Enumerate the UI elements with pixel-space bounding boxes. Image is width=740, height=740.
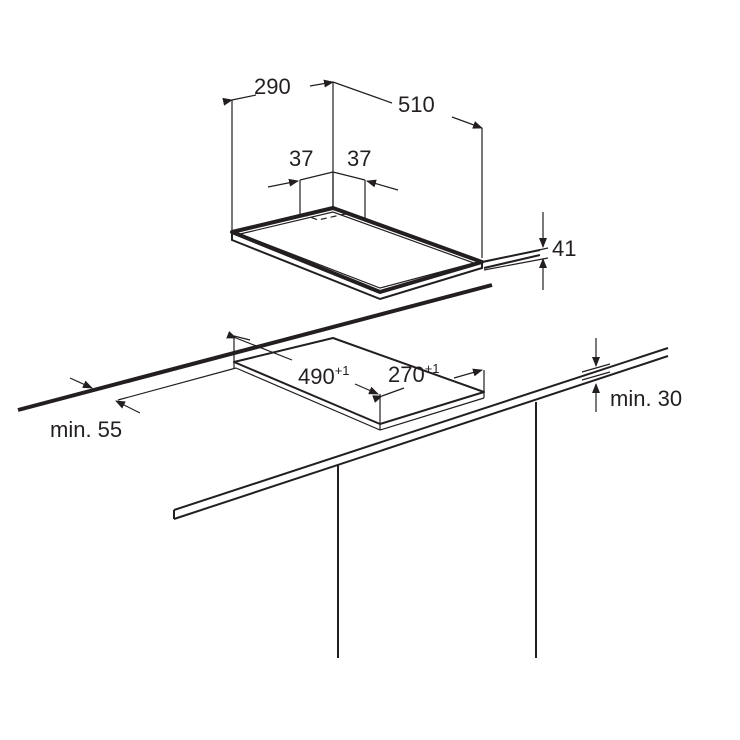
dimension-490: 490+1 [226,330,379,395]
hob-width-label: 510 [398,92,435,117]
hob-height-label: 41 [552,236,576,261]
worktop-underside-edge [173,355,669,520]
worktop-reference-line [117,367,237,401]
worktop [17,283,669,520]
worktop-cutout [233,335,485,431]
hob-unit [230,206,541,301]
burner-offset-right-label: 37 [347,146,371,171]
dimension-510: 510 [332,81,483,129]
cabinet [337,402,537,658]
min-cabinet-clearance-label: min. 30 [610,386,682,411]
cutout-depth-label: 270+1 [388,361,440,387]
dimension-37-37: 37 37 [267,146,399,191]
cutout-width-label: 490+1 [298,363,350,389]
dimension-min-55: min. 55 [50,377,141,442]
worktop-front-edge [17,283,493,412]
worktop-back-edge [173,347,669,511]
dimension-270: 270+1 [372,361,483,403]
hob-depth-label: 290 [254,74,291,99]
min-front-distance-label: min. 55 [50,417,122,442]
burner-offset-left-label: 37 [289,146,313,171]
hob-front-edge [231,232,483,301]
dimension-min-30: min. 30 [581,338,682,412]
hob-burner-outline [301,213,366,221]
hob-gas-pipe-lower [483,254,541,269]
hob-extension-lines [231,82,483,258]
hob-plate-inner-edge [237,211,477,289]
dimension-41: 41 [483,212,576,290]
cutout-opening [233,337,485,425]
dimension-290: 290 [222,74,334,106]
